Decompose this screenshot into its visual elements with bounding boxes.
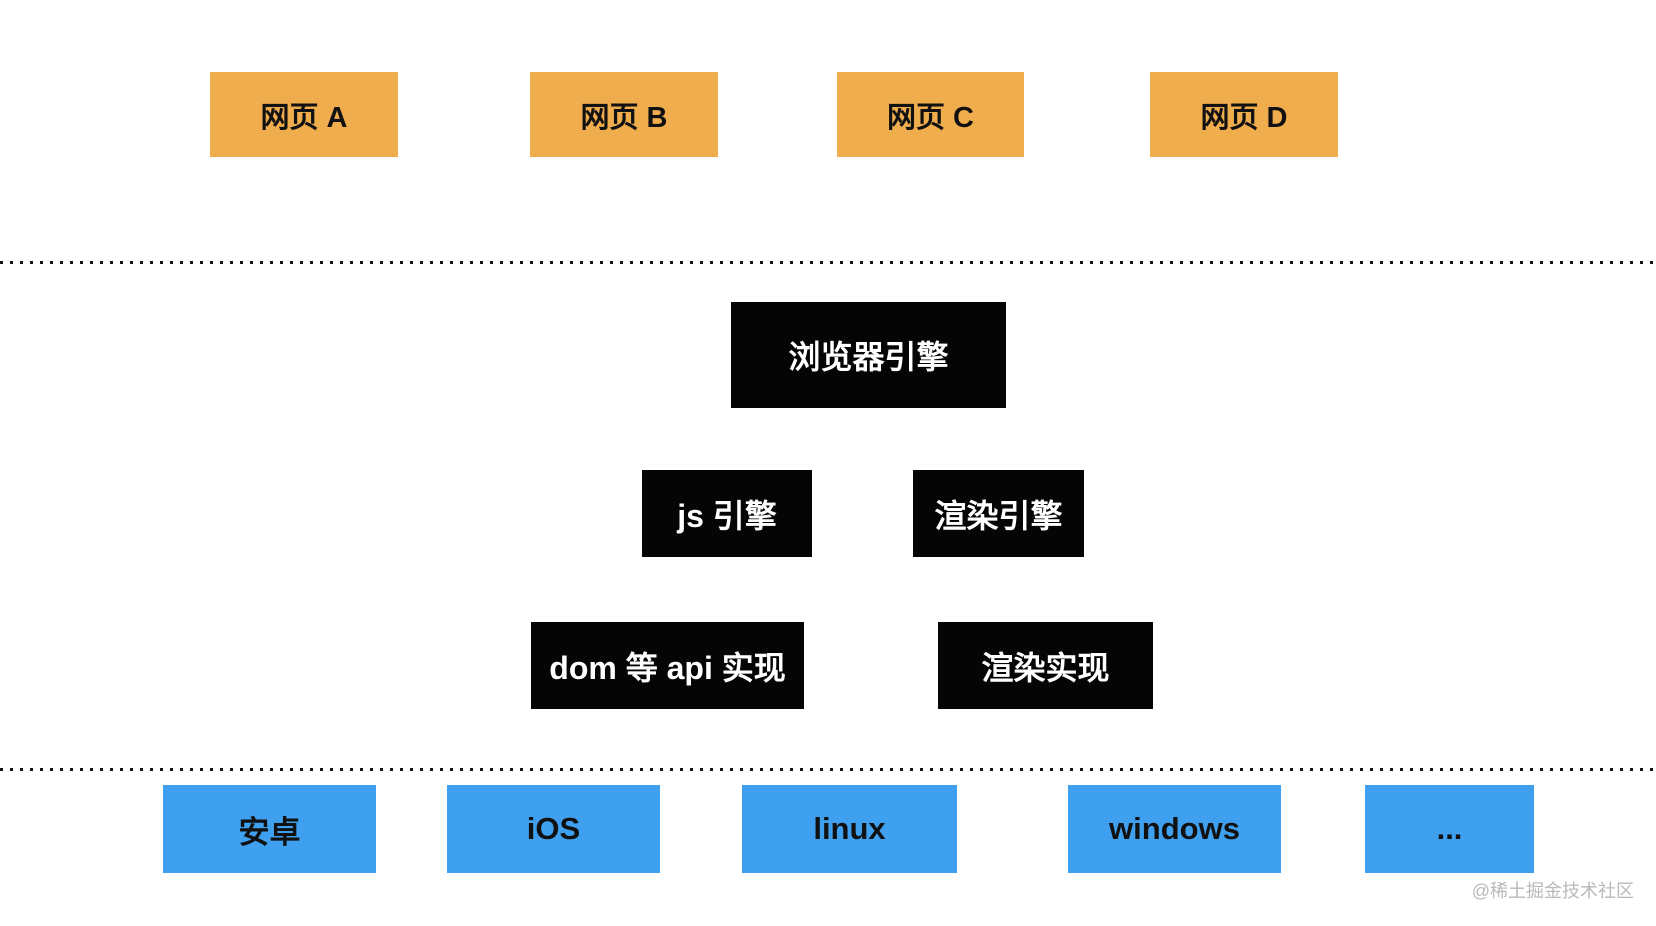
node-render-implementation: 渲染实现 [938, 622, 1153, 709]
node-platform-android: 安卓 [163, 785, 376, 873]
node-platform-ios: iOS [447, 785, 660, 873]
node-platform-linux: linux [742, 785, 957, 873]
juejin-watermark: @稀土掘金技术社区 [1471, 881, 1634, 901]
node-platform-more: ... [1365, 785, 1534, 873]
node-webpage-d: 网页 D [1150, 72, 1338, 157]
node-webpage-b: 网页 B [530, 72, 718, 157]
node-render-engine: 渲染引擎 [913, 470, 1084, 557]
dotted-divider-top [0, 261, 1656, 264]
node-webpage-a: 网页 A [210, 72, 398, 157]
node-dom-api-implementation: dom 等 api 实现 [531, 622, 804, 709]
node-browser-engine: 浏览器引擎 [731, 302, 1006, 408]
node-webpage-c: 网页 C [837, 72, 1024, 157]
node-js-engine: js 引擎 [642, 470, 812, 557]
node-platform-windows: windows [1068, 785, 1281, 873]
dotted-divider-bottom [0, 768, 1656, 771]
